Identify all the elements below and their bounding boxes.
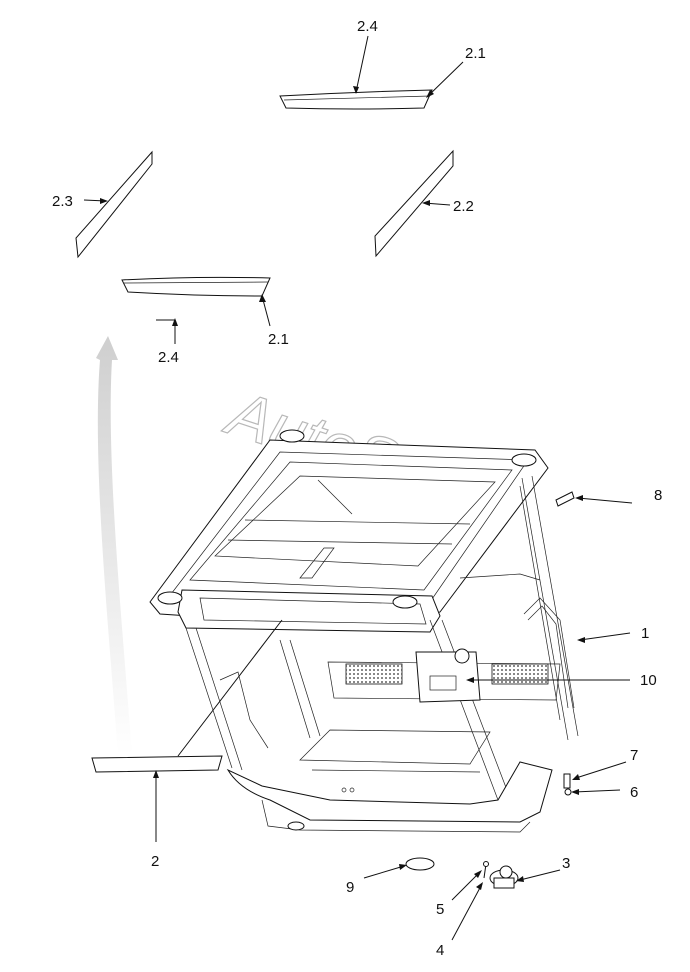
callout-labels: 2.4 2.1 2.3 2.2 2.1 2.4 8 1 10 7 6 2 3 9… <box>52 18 662 959</box>
part-5-bolt <box>483 861 489 879</box>
part-6-washer <box>564 788 572 796</box>
leader-lines <box>83 35 633 941</box>
seal-top <box>279 89 433 110</box>
label-2-3: 2.3 <box>52 193 73 210</box>
seal-bottom <box>121 276 271 297</box>
label-1: 1 <box>641 625 649 642</box>
label-2-1-top: 2.1 <box>465 45 486 62</box>
label-9: 9 <box>346 879 354 896</box>
part-7-bolt <box>563 773 571 789</box>
label-8: 8 <box>654 487 662 504</box>
label-2-1-bottom: 2.1 <box>268 331 289 348</box>
seal-part-2 <box>91 755 223 773</box>
assembly-arrow <box>96 336 132 755</box>
cab-assembly <box>149 429 579 833</box>
label-4: 4 <box>436 942 444 959</box>
label-10: 10 <box>640 672 657 689</box>
label-2: 2 <box>151 853 159 870</box>
label-2-4-bottom: 2.4 <box>158 349 179 366</box>
label-5: 5 <box>436 901 444 918</box>
label-7: 7 <box>630 747 638 764</box>
part-3-motor <box>489 865 519 889</box>
label-2-4-top: 2.4 <box>357 18 378 35</box>
seal-left <box>75 150 153 259</box>
label-6: 6 <box>630 784 638 801</box>
label-2-2: 2.2 <box>453 198 474 215</box>
label-3: 3 <box>562 855 570 872</box>
part-8-clip <box>555 491 575 507</box>
part-9-pad <box>405 857 435 871</box>
seal-right <box>374 149 454 258</box>
